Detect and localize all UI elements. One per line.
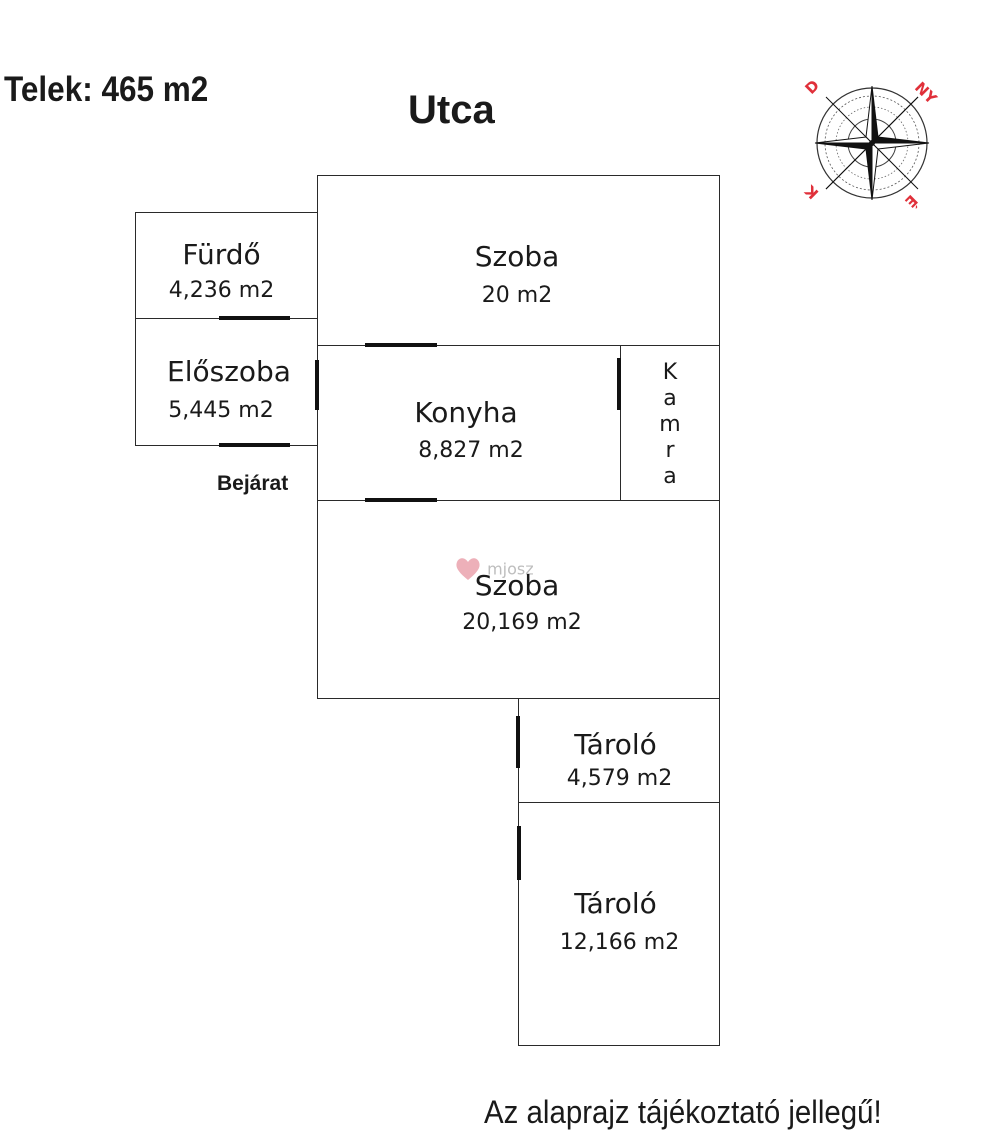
watermark-logo: mjosz [454,556,534,582]
door-konyha-kamra [617,358,621,410]
tarolo-2-area: 12,166 m2 [559,930,680,955]
tarolo-1-name: Tároló [574,728,657,761]
kamra-letter: m [659,412,681,437]
szoba-top-area: 20 m2 [481,283,553,308]
door-konyha-szoba-bottom [365,498,437,502]
room-tarolo-2 [518,802,720,1046]
entrance-label: Bejárat [217,472,289,495]
furdo-area: 4,236 m2 [168,278,275,303]
kamra-letter: K [662,360,678,385]
door-furdo [219,316,290,320]
disclaimer-text: Az alaprajz tájékoztató jellegű! [484,1094,882,1130]
watermark-text: mjosz [487,559,534,579]
door-tarolo-2 [517,826,521,880]
tarolo-2-name: Tároló [574,887,657,920]
watermark-heart-icon [456,558,480,580]
door-tarolo-1 [516,716,520,768]
street-label: Utca [408,88,495,132]
door-eloszoba-konyha [315,360,319,410]
kamra-letter: a [663,386,677,411]
furdo-name: Fürdő [182,238,261,271]
door-entrance [219,443,290,447]
eloszoba-area: 5,445 m2 [168,398,274,423]
szoba-top-name: Szoba [474,240,560,273]
konyha-area: 8,827 m2 [418,438,524,463]
tarolo-1-area: 4,579 m2 [566,766,673,791]
eloszoba-name: Előszoba [167,355,291,388]
kamra-label: K a m r a [650,360,690,490]
kamra-letter: a [663,464,677,489]
kamra-letter: r [665,438,675,463]
szoba-bottom-area: 20,169 m2 [462,610,582,635]
door-konyha-szoba-top [365,343,437,347]
compass-rose-icon [814,85,930,201]
szoba-bottom-name: Szoba [474,569,560,602]
plot-size-label: Telek: 465 m2 [4,70,209,109]
konyha-name: Konyha [414,396,518,429]
